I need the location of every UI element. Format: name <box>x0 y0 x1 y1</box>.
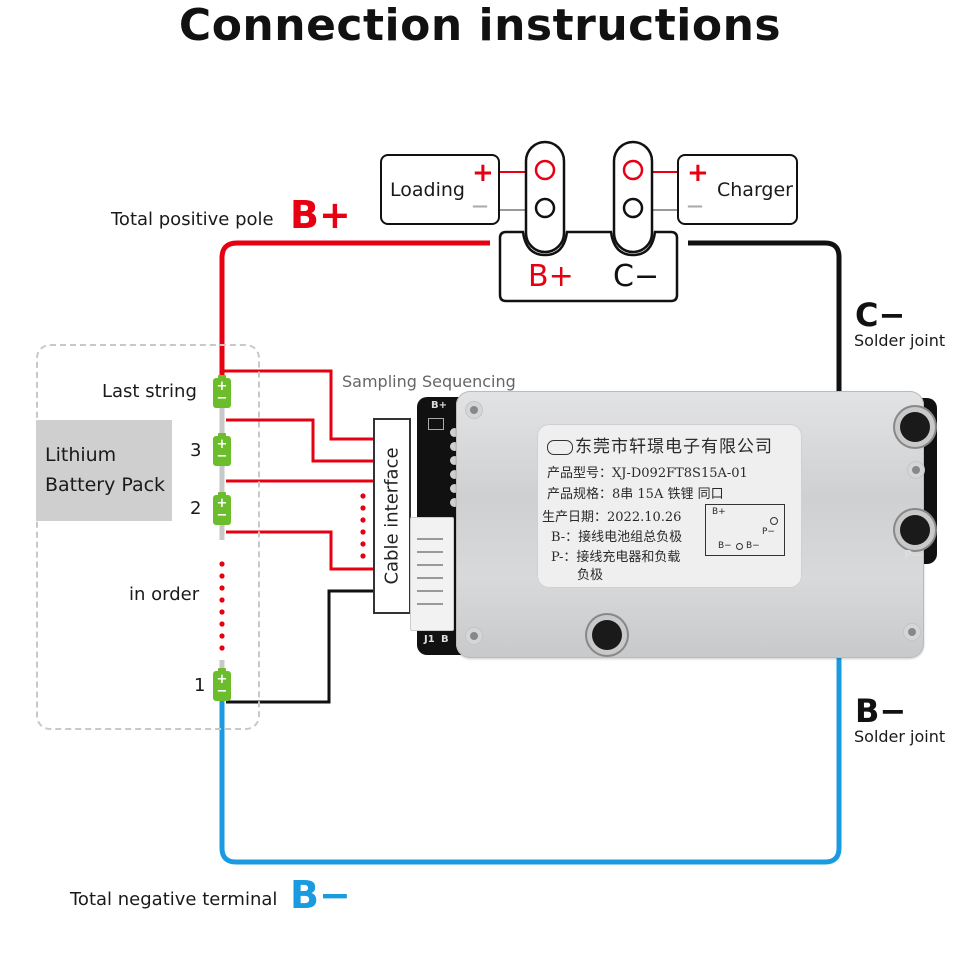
label-company: 东莞市轩璟电子有限公司 <box>547 432 773 457</box>
sampling-wire-1 <box>226 530 374 571</box>
charger-box: + — Charger <box>677 154 798 225</box>
wire-ellipsis-dots <box>360 493 366 559</box>
b-plus-plug <box>524 140 566 254</box>
silk-p-minus: P— <box>904 548 924 561</box>
screw-icon <box>908 628 916 636</box>
cell-minus-icon: − <box>216 449 228 464</box>
charger-plus-sign: + <box>687 158 709 188</box>
label-p-minus: P-：接线充电器和负载 <box>551 550 681 565</box>
pcb-pin <box>450 498 459 507</box>
c-minus-plug-negative <box>622 197 644 219</box>
screw-icon <box>470 406 478 414</box>
p-minus-terminal <box>900 515 930 545</box>
mini-p-minus: P− <box>762 527 775 537</box>
battery-pack-name-line2: Battery Pack <box>45 474 166 496</box>
terminal-block-c-minus-label: C− <box>613 259 660 294</box>
battery-cell-1: +− <box>213 668 231 701</box>
label-spec: 产品规格：8串 15A 铁锂 同口 <box>547 487 724 502</box>
cable-interface: Cable interface <box>373 418 411 614</box>
mini-terminal-icon <box>770 517 778 525</box>
battery-cell-2: +− <box>213 492 231 525</box>
b-minus-terminal <box>592 620 622 650</box>
mini-b-minus-2: B− <box>746 541 760 551</box>
sampling-wire-last <box>222 369 374 441</box>
mini-b-minus: B− <box>718 541 732 551</box>
cell-label-2: 2 <box>190 498 202 519</box>
terminal-block <box>498 230 679 303</box>
cell-label-last: Last string <box>102 381 197 402</box>
company-logo-icon <box>547 439 573 455</box>
silk-b-plus: B+ <box>431 400 448 411</box>
cable-interface-label: Cable interface <box>381 447 403 585</box>
loading-label: Loading <box>390 179 465 201</box>
cell-minus-icon: − <box>216 508 228 523</box>
pcb-pin <box>450 442 459 451</box>
terminal-block-b-plus-label: B+ <box>528 259 574 294</box>
cell-plus-icon: + <box>216 437 228 452</box>
b-minus-main-wire <box>219 656 842 865</box>
battery-pack-outline <box>36 344 260 730</box>
product-label: 东莞市轩璟电子有限公司 产品型号：XJ-D092FT8S15A-01 产品规格：… <box>537 424 802 588</box>
silk-j1: J1 <box>424 634 435 645</box>
b-minus-label: B− <box>855 692 907 730</box>
c-minus-label: C− <box>855 296 906 334</box>
pcb-pin <box>450 470 459 479</box>
b-plus-label: B+ <box>290 193 351 237</box>
cell-label-1: 1 <box>194 675 206 696</box>
b-plus-plug-positive <box>534 159 556 181</box>
label-date: 生产日期：2022.10.26 <box>542 510 682 525</box>
label-p-minus-2: 负极 <box>577 568 604 583</box>
screw-icon <box>912 466 920 474</box>
silk-b: B <box>441 634 449 645</box>
pcb-pin <box>450 428 459 437</box>
pcb-chip-outline <box>428 418 444 430</box>
c-minus-main-wire <box>688 240 842 392</box>
loading-plus-sign: + <box>472 158 494 188</box>
b-plus-main-wire <box>219 240 490 376</box>
battery-pack-name: Lithium Battery Pack <box>36 420 172 521</box>
total-negative-terminal-label: Total negative terminal <box>70 889 278 910</box>
loading-box: Loading + — <box>380 154 500 225</box>
cell-label-3: 3 <box>190 440 202 461</box>
label-model: 产品型号：XJ-D092FT8S15A-01 <box>547 466 748 481</box>
sampling-wire-negative <box>226 589 374 704</box>
cell-plus-icon: + <box>216 379 228 394</box>
loading-minus-sign: — <box>472 196 488 215</box>
c-minus-solder-joint-label: Solder joint <box>854 331 946 350</box>
cell-minus-icon: − <box>216 391 228 406</box>
c-minus-terminal <box>900 412 930 442</box>
mini-terminal-icon <box>736 543 743 550</box>
cell-minus-icon: − <box>216 684 228 699</box>
battery-cell-3: +− <box>213 433 231 466</box>
in-order-label: in order <box>129 584 200 605</box>
b-minus-bottom-label: B− <box>290 873 351 917</box>
label-mini-diagram: B+ P− B− B− <box>705 504 785 556</box>
pcb-pin <box>450 484 459 493</box>
battery-pack-name-line1: Lithium <box>45 444 117 466</box>
charger-label: Charger <box>717 179 793 201</box>
label-b-minus: B-：接线电池组总负极 <box>551 530 683 545</box>
total-positive-pole-label: Total positive pole <box>111 209 274 230</box>
b-plus-plug-negative <box>534 197 556 219</box>
c-minus-plug <box>612 140 654 254</box>
cell-plus-icon: + <box>216 672 228 687</box>
sampling-sequencing-label: Sampling Sequencing <box>342 372 516 391</box>
battery-cell-last: +− <box>213 375 231 408</box>
balance-connector <box>410 517 454 631</box>
cell-plus-icon: + <box>216 496 228 511</box>
charger-minus-sign: — <box>687 196 703 215</box>
cell-ellipsis-dots <box>219 561 225 651</box>
mini-b-plus: B+ <box>712 507 726 517</box>
pcb-pin <box>450 456 459 465</box>
sampling-wire-3 <box>226 418 374 463</box>
screw-icon <box>470 632 478 640</box>
c-minus-plug-positive <box>622 159 644 181</box>
page-title: Connection instructions <box>178 0 782 51</box>
b-minus-solder-joint-label: Solder joint <box>854 727 946 746</box>
